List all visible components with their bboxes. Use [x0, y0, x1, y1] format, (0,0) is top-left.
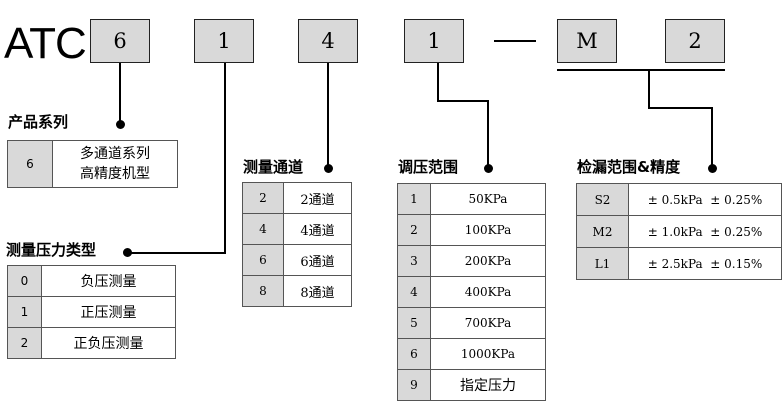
code-segment-series: 6	[90, 19, 150, 63]
range-title: 调压范围	[398, 158, 459, 176]
code-segment-leak-range: M	[557, 19, 617, 63]
range-code: 2	[397, 214, 431, 246]
connector-pressure-type-horizontal	[127, 252, 226, 254]
channels-desc: 2通道	[283, 182, 352, 214]
leak-table: S2± 0.5kPa ± 0.25% M2± 1.0kPa ± 0.25% L1…	[576, 183, 782, 280]
channels-code: 4	[242, 213, 284, 245]
channels-desc: 6通道	[283, 244, 352, 276]
table-row: S2± 0.5kPa ± 0.25%	[576, 183, 782, 216]
channels-code: 2	[242, 182, 284, 214]
brand-prefix: ATC	[4, 19, 87, 68]
table-row: 6 多通道系列 高精度机型	[7, 140, 178, 188]
connector-dot-channels	[324, 164, 333, 173]
series-code: 6	[7, 140, 53, 188]
series-title: 产品系列	[8, 113, 69, 131]
code-segment-pressure-type: 1	[194, 19, 254, 63]
channels-desc: 4通道	[283, 213, 352, 245]
range-code: 9	[397, 369, 431, 401]
connector-range-vertical	[437, 63, 439, 101]
leak-code: S2	[576, 183, 629, 216]
range-desc: 200KPa	[430, 245, 546, 277]
pressure-type-title: 测量压力类型	[6, 241, 97, 259]
range-code: 6	[397, 338, 431, 370]
code-segment-leak-accuracy: 2	[665, 19, 725, 63]
connector-range-horizontal	[437, 100, 489, 102]
leak-title: 检漏范围&精度	[577, 158, 681, 176]
leak-desc: ± 2.5kPa ± 0.15%	[628, 247, 782, 280]
range-desc: 100KPa	[430, 214, 546, 246]
connector-channels	[327, 63, 329, 168]
leak-desc: ± 1.0kPa ± 0.25%	[628, 215, 782, 248]
leak-code: L1	[576, 247, 629, 280]
connector-series	[119, 63, 121, 124]
series-desc: 多通道系列 高精度机型	[52, 140, 178, 188]
range-code: 3	[397, 245, 431, 277]
connector-dot-range	[484, 164, 493, 173]
code-dash	[494, 40, 536, 42]
leak-desc: ± 0.5kPa ± 0.25%	[628, 183, 782, 216]
leak-bracket-line	[557, 69, 725, 71]
code-segment-channels: 4	[298, 19, 358, 63]
channels-code: 8	[242, 275, 284, 307]
connector-pressure-type-vertical	[224, 63, 226, 253]
range-desc: 700KPa	[430, 307, 546, 339]
connector-leak-horizontal	[648, 107, 712, 109]
code-segment-range: 1	[404, 19, 464, 63]
connector-dot-series	[116, 120, 125, 129]
connector-dot-pressure-type	[123, 248, 132, 257]
connector-dot-leak	[708, 164, 717, 173]
range-desc: 1000KPa	[430, 338, 546, 370]
range-desc: 指定压力	[430, 369, 546, 401]
range-code: 1	[397, 183, 431, 215]
connector-range-drop	[487, 100, 489, 168]
table-row: M2± 1.0kPa ± 0.25%	[576, 215, 782, 248]
channels-code: 6	[242, 244, 284, 276]
table-row: L1± 2.5kPa ± 0.15%	[576, 247, 782, 280]
series-desc-line1: 多通道系列	[80, 146, 150, 162]
pressure-type-code: 1	[7, 296, 42, 328]
connector-leak-vertical	[648, 70, 650, 108]
series-desc-line2: 高精度机型	[80, 166, 150, 182]
pressure-type-desc: 负压测量	[41, 265, 176, 297]
series-table: 6 多通道系列 高精度机型	[7, 140, 178, 188]
pressure-type-code: 0	[7, 265, 42, 297]
pressure-type-desc: 正负压测量	[41, 327, 176, 359]
leak-code: M2	[576, 215, 629, 248]
range-code: 4	[397, 276, 431, 308]
channels-title: 测量通道	[243, 158, 304, 176]
connector-leak-drop	[711, 107, 713, 168]
channels-desc: 8通道	[283, 275, 352, 307]
range-desc: 400KPa	[430, 276, 546, 308]
range-code: 5	[397, 307, 431, 339]
pressure-type-code: 2	[7, 327, 42, 359]
range-desc: 50KPa	[430, 183, 546, 215]
pressure-type-desc: 正压测量	[41, 296, 176, 328]
